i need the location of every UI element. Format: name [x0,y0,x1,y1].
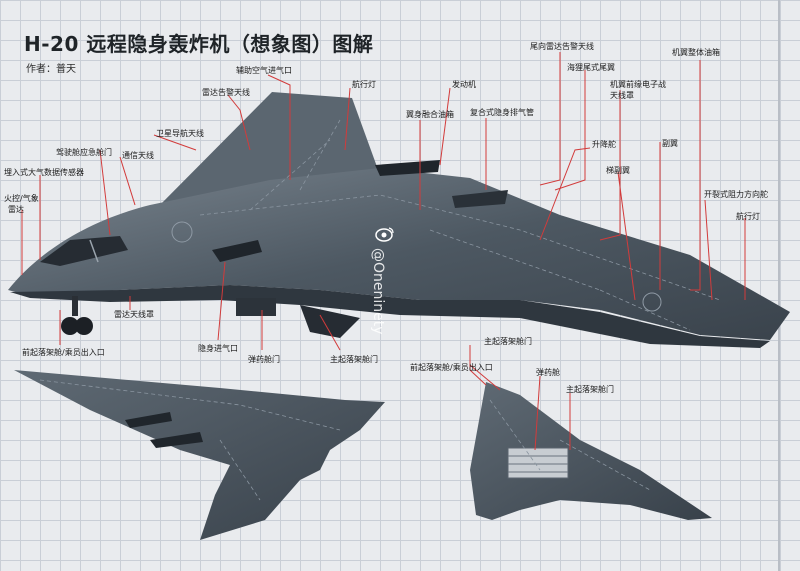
label-tail-radar-warning-antenna: 尾向雷达告警天线 [530,42,594,51]
underside-aircraft [470,382,712,520]
label-elevon: 升降舵 [592,140,616,149]
main-panel-lines [199,119,721,331]
leader-lines [21,52,746,451]
watermark-text: @Oneninety [370,248,386,335]
label-ew-radome-line1: 机翼前缘电子战 [610,80,666,89]
label-satellite-navigation-antenna: 卫星导航天线 [156,129,204,138]
underside-body [470,382,712,520]
leader-fuel-tank-wing [690,60,701,291]
leader-weapons-bay [534,375,541,451]
label-fire-control-weather-radar-line2: 雷达 [8,205,24,214]
label-blended-body-fuel-tank: 翼身融合油箱 [406,110,454,119]
label-split-drag-rudder: 开裂式阻力方向舵 [704,190,768,199]
label-communication-antenna: 通信天线 [122,151,154,160]
top-view-aircraft [14,370,385,540]
leader-elevon [539,147,591,241]
main-stealth-intake [212,240,262,262]
label-ew-radome-line2: 天线罩 [610,91,634,100]
main-weapons-bay-door [300,305,360,338]
label-main-gear-door-top: 主起落架舱门 [330,355,378,364]
label-main-gear-door-bottom: 主起落架舱门 [566,385,614,394]
main-exhaust-left [375,160,440,176]
main-cockpit-canopy [40,236,128,266]
weibo-eye-icon [375,227,394,242]
leader-engine [439,87,451,166]
leader-main-gear-door-2 [469,345,487,386]
leader-cockpit-hatch [99,149,111,236]
leader-main-gear-door [319,314,341,351]
label-embedded-air-data-sensor: 埋入式大气数据传感器 [4,168,84,177]
label-radar-antenna-radome: 雷达天线罩 [114,310,154,319]
label-main-gear-door-bottom-right: 主起落架舱门 [484,337,532,346]
diagram-title: H-20 远程隐身轰炸机（想象图）图解 [24,32,374,56]
label-navigation-light-right: 航行灯 [736,212,760,221]
leader-nose-gear-2 [469,364,501,391]
leader-split-rudder [704,199,713,301]
label-fire-control-weather-radar-line1: 火控/气象 [4,194,39,203]
leader-radar-warning [227,94,251,151]
main-aircraft-view [8,92,790,348]
leader-beaver-tail [554,70,586,191]
underside-weapons-bay [507,447,569,479]
label-weapons-bay-door: 弹药舱门 [248,355,280,364]
label-beaver-tail: 海狸尾式尾翼 [567,63,615,72]
leader-tail-radar [539,52,561,186]
leader-outboard-elevon [617,171,636,301]
leader-sat-antenna [153,134,197,151]
leader-ew-radome [599,90,621,241]
leader-stealth-intake [217,261,226,341]
label-wing-integral-fuel-tank: 机翼整体油箱 [672,48,720,57]
page-edge-divider [778,0,780,571]
label-weapons-bay: 弹药舱 [536,368,560,377]
label-engine: 发动机 [452,80,476,89]
diagram-author: 作者：普天 [26,64,76,75]
label-composite-stealth-exhaust: 复合式隐身排气管 [470,108,534,117]
label-nose-gear-door-crew-hatch-2: 前起落架舱/乘员出入口 [410,363,493,372]
main-roundel [171,221,193,243]
top-view-body [14,370,385,540]
label-radar-warning-antenna: 雷达告警天线 [202,88,250,97]
main-nose-landing-gear [61,296,93,335]
label-stealth-air-intake: 隐身进气口 [198,344,238,353]
top-view-exhaust-2 [150,432,203,448]
leader-comm-antenna [119,156,136,206]
label-nose-gear-door-crew-hatch: 前起落架舱/乘员出入口 [22,348,105,357]
leader-nav-light-top [344,87,351,151]
main-fuselage [8,168,790,340]
main-gear-door [236,298,276,316]
top-view-panels [39,379,341,501]
label-outboard-elevon: 梯副翼 [606,166,630,175]
main-lower-shadow [10,285,770,348]
main-exhaust-right [452,190,508,208]
main-cockpit-frame [89,239,99,263]
label-aileron: 副翼 [662,139,678,148]
label-cockpit-emergency-hatch: 驾驶舱应急舱门 [56,148,112,157]
main-roundel-right [642,292,662,312]
leader-aux-intake [267,74,291,180]
top-view-exhaust-1 [125,412,172,428]
underside-panels [489,399,651,491]
label-navigation-light-top: 航行灯 [352,80,376,89]
label-aux-air-intake: 辅助空气进气口 [236,66,292,75]
